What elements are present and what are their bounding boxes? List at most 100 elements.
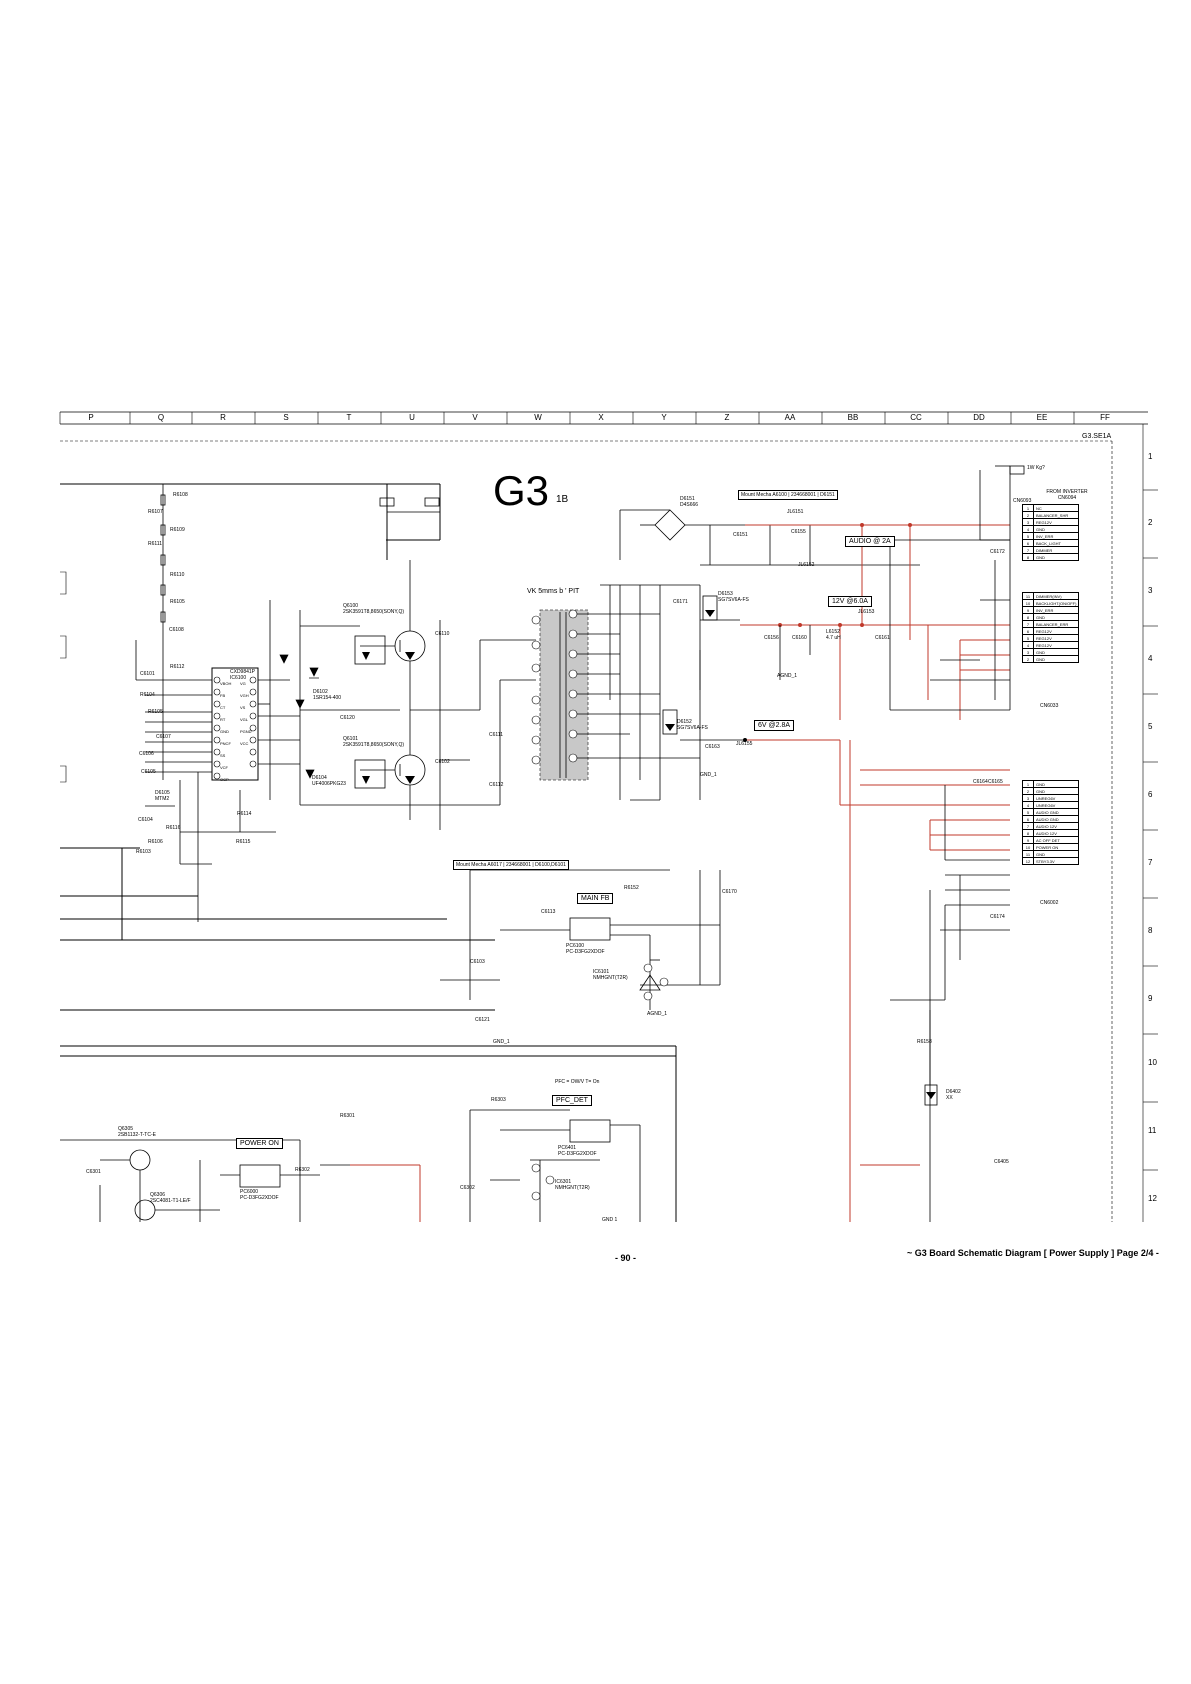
pin: GND (1033, 525, 1079, 533)
ref-label: C6155 (791, 529, 806, 535)
column-ruler: P Q R S T U V W X Y Z AA BB CC DD EE FF (60, 411, 1170, 425)
connector-note: CN6093 (1013, 498, 1032, 504)
ref: PC6100 (566, 943, 585, 949)
part: PC-D3FG2XDOF (558, 1150, 597, 1157)
ref-label: C6111 (489, 732, 503, 738)
row-label: 5 (1148, 722, 1153, 731)
ref-label: JL6153 (858, 609, 875, 615)
pin-label: PGND (240, 729, 252, 734)
ref: Q6100 (343, 603, 359, 609)
ref-label: C6104 (138, 817, 153, 823)
12v-rail-box: 12V @6.0A (828, 596, 872, 607)
pin: GND (1032, 655, 1080, 663)
ref: D6104 (312, 775, 327, 781)
connector-ref: CN6094 (1057, 494, 1077, 501)
ref-label: C6151 (733, 532, 748, 538)
ref-label: R6105 (170, 599, 185, 605)
ref: D6102 (313, 689, 328, 695)
ref-label: JL6151 (787, 509, 804, 515)
column-label: AA (784, 413, 796, 422)
ref-label: R6158 (917, 1039, 932, 1045)
pin-label: SS (220, 753, 226, 758)
column-label: R (220, 413, 226, 422)
ref-label: R6106 (148, 839, 163, 845)
ref-label: C6165 (988, 779, 1003, 785)
column-label: Z (724, 413, 730, 422)
ref-label: C6103 (470, 959, 485, 965)
ref-label: C6172 (990, 549, 1005, 555)
page-number: - 90 - (615, 1253, 637, 1263)
gnd-label: GND_1 (493, 1039, 510, 1045)
board-subtitle: 1B (556, 494, 569, 505)
part: SG7SV6A-FS (677, 724, 708, 731)
ref: PC6401 (558, 1145, 577, 1151)
mount-mecha-top-box: Mount Mecha A6100 | 234668001 | D6151 (738, 490, 838, 500)
row-label: 6 (1148, 790, 1153, 799)
box-text: D6100,D6101 (535, 862, 566, 868)
ref-label: C6110 (435, 631, 450, 637)
pin: BALANCER_ERR (1032, 620, 1080, 628)
row-label: 2 (1148, 518, 1153, 527)
ref-label: JL6155 (736, 741, 753, 747)
ref-label: C6174 (990, 914, 1005, 920)
pin: STBY3.3V (1033, 857, 1079, 865)
part: 1SR154-400 (313, 694, 342, 701)
column-label: W (534, 413, 542, 422)
pin: NC (1033, 504, 1079, 512)
power-on-box: POWER ON (236, 1138, 283, 1149)
pin: UNREG6V (1033, 794, 1079, 802)
ref-label: C6156 (764, 635, 779, 641)
pin-label: OCP (220, 777, 229, 782)
pin: GND (1032, 613, 1080, 621)
ref-label: C6105 (141, 769, 156, 775)
ref-label: C6164 (973, 779, 988, 785)
ref: Q6305 (118, 1126, 134, 1132)
board-tag: G3.SE1A (1082, 433, 1112, 440)
row-label: 12 (1148, 1194, 1157, 1203)
row-label: 11 (1148, 1126, 1157, 1135)
column-label: U (409, 413, 415, 422)
row-label: 4 (1148, 654, 1153, 663)
pin: BACKLIGHT(ON/OFF) (1032, 599, 1080, 607)
column-label: P (88, 413, 94, 422)
pin: UNREG6V (1033, 801, 1079, 809)
pin: DIMMER(INV) (1032, 592, 1080, 600)
pin-label: PNCF (220, 741, 231, 746)
pin-label: FB (220, 693, 226, 698)
pin: GND (1033, 553, 1079, 561)
ref: Q6306 (150, 1192, 166, 1198)
connector-bottom-ref: CN6002 (1040, 900, 1059, 906)
part: PC-D3FG2XDOF (566, 948, 605, 955)
box-text: Mount Mecha A6017 (456, 862, 502, 868)
ref-label: C6112 (489, 782, 504, 788)
controller-pins-left: VBOH FB CT RT GND PNCF SS VCF OCP (220, 678, 231, 786)
row-label: 10 (1148, 1058, 1157, 1067)
ref: D6152 (677, 719, 692, 725)
part: SG7SV6A-FS (718, 596, 749, 603)
pin: GND (1033, 787, 1079, 795)
column-label: CC (910, 413, 922, 422)
gnd-label: AGND_1 (647, 1011, 668, 1017)
pin: GND (1033, 850, 1079, 858)
column-label: X (598, 413, 604, 422)
ref-label: C6121 (475, 1017, 490, 1023)
pfc-note: PFC = OW/V T= On (555, 1079, 600, 1085)
gnd-label: GND_1 (700, 772, 717, 778)
pin: GND (1033, 780, 1079, 788)
pin: AUDIO GND (1033, 815, 1079, 823)
row-label: 9 (1148, 994, 1153, 1003)
ref-label: R6112 (170, 664, 185, 670)
ref: L6152 (826, 629, 840, 635)
pin-label: VGH (240, 693, 249, 698)
part: PC-D3FG2XDOF (240, 1194, 279, 1201)
pin: AUDIO 12V (1033, 829, 1079, 837)
ref-label: C6405 (994, 1159, 1009, 1165)
